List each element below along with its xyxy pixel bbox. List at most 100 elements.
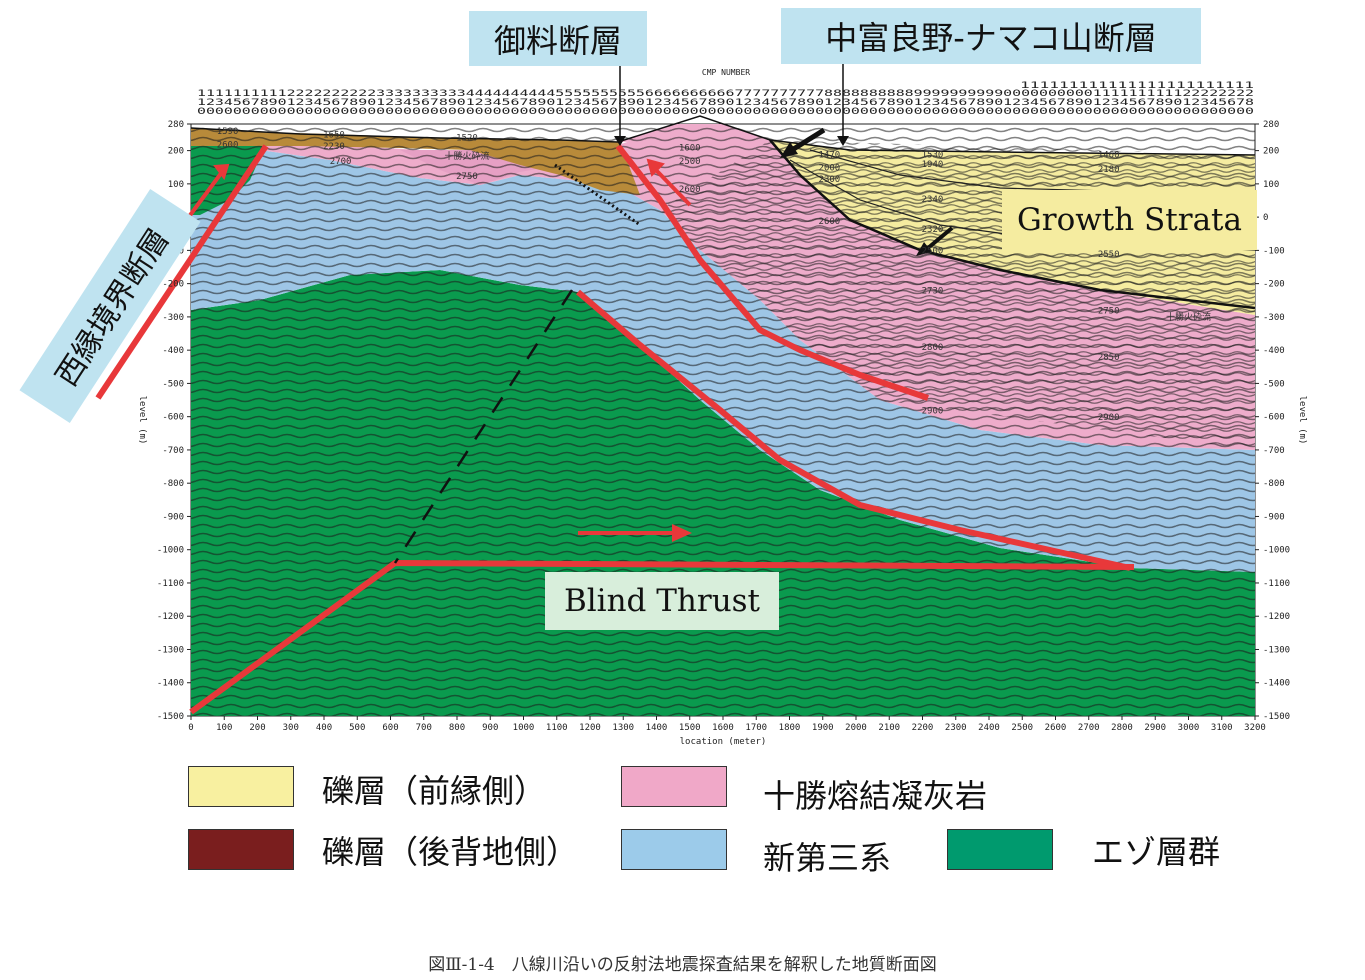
- y-tick-label-right: -1300: [1263, 645, 1290, 655]
- arrow-nakafurano-head: [780, 142, 798, 158]
- cmp-units-row: 1234567890123456789012345678901234567890…: [197, 98, 1254, 108]
- velocity-label: 十勝火砕流: [1166, 311, 1211, 323]
- velocity-label: 2600: [217, 140, 239, 150]
- legend-label-ezo-group: エゾ層群: [1092, 833, 1221, 871]
- legend-swatch-tokachi-tuff: [621, 766, 727, 807]
- x-tick-label: 2200: [912, 723, 934, 733]
- velocity-label: 2000: [819, 164, 841, 174]
- y-tick-label-left: -900: [162, 512, 184, 522]
- x-tick-label: 2400: [978, 723, 1000, 733]
- x-tick-label: 100: [216, 723, 232, 733]
- arrow-nakafurano: [790, 127, 826, 153]
- slip-arrow-west: [186, 170, 224, 220]
- velocity-label: 1470: [819, 150, 841, 160]
- x-tick-label: 2000: [845, 723, 867, 733]
- y-tick-label-left: 200: [168, 147, 184, 157]
- y-tick-label-right: -400: [1263, 346, 1285, 356]
- dotted-interpretation-line: [554, 163, 641, 227]
- y-tick-label-right: -500: [1263, 379, 1285, 389]
- velocity-label: 2180: [1098, 165, 1120, 175]
- blind-thrust-callout: Blind Thrust: [545, 572, 779, 630]
- leader-nakafurano-head: [837, 136, 849, 146]
- velocity-label: 2340: [922, 195, 944, 205]
- x-tick-label: 2500: [1011, 723, 1033, 733]
- slip-arrow-west-head: [213, 163, 230, 181]
- x-tick-label: 500: [349, 723, 365, 733]
- y-tick-label-right: -900: [1263, 512, 1285, 522]
- velocity-label: 2300: [819, 175, 841, 185]
- velocity-label: 1520: [456, 134, 478, 144]
- growth-strata-callout: Growth Strata: [1002, 190, 1257, 250]
- velocity-label: 1530: [922, 150, 944, 160]
- x-tick-label: 1700: [745, 723, 767, 733]
- blind-thrust-upper-dashed: [393, 289, 574, 564]
- x-tick-label: 0: [188, 723, 193, 733]
- y-tick-label-left: -1100: [157, 579, 184, 589]
- slip-arrow-blind-head: [672, 524, 692, 542]
- arrow-growth-strata: [926, 226, 954, 250]
- y-tick-label-left: -1400: [157, 679, 184, 689]
- nakafurano-fault-callout: 中富良野-ナマコ山断層: [781, 8, 1201, 64]
- goryo-fault-callout: 御料断層: [469, 11, 647, 66]
- y-tick-label-right: -300: [1263, 313, 1285, 323]
- y-axis-right: 2802001000-100-200-300-400-500-600-700-8…: [1255, 120, 1290, 722]
- velocity-label: 1600: [679, 144, 701, 154]
- velocity-label: 2850: [1098, 353, 1120, 363]
- y-tick-label-right: -1400: [1263, 679, 1290, 689]
- y-tick-label-left: -600: [162, 413, 184, 423]
- y-tick-label-left: -1500: [157, 712, 184, 722]
- x-tick-label: 600: [382, 723, 398, 733]
- velocity-label: 1650: [323, 130, 345, 140]
- pointer-arrows: [614, 62, 954, 256]
- y-tick-label-left: -1200: [157, 612, 184, 622]
- cmp-label: CMP NUMBER: [702, 68, 750, 77]
- legend-label-neogene: 新第三系: [763, 839, 892, 877]
- y-tick-label-right: -1500: [1263, 712, 1290, 722]
- x-tick-label: 2300: [945, 723, 967, 733]
- velocity-label: 2550: [1098, 250, 1120, 260]
- legend-label-gravel-front: 礫層（前縁側）: [322, 772, 547, 810]
- y-tick-label-right: 200: [1263, 147, 1279, 157]
- cmp-zeros-row: 0000000000000000000000000000000000000000…: [197, 107, 1254, 117]
- x-tick-label: 1500: [679, 723, 701, 733]
- y-tick-label-right: -800: [1263, 479, 1285, 489]
- velocity-label: 十勝火砕流: [444, 150, 489, 162]
- y-tick-label-right: 0: [1263, 213, 1268, 223]
- y-tick-label-right: -1100: [1263, 579, 1290, 589]
- legend-label-tokachi-tuff: 十勝熔結凝灰岩: [763, 777, 988, 815]
- velocity-label: 2230: [323, 142, 345, 152]
- ground-surface: [190, 115, 1256, 156]
- legend-swatch-gravel-back: [188, 829, 294, 870]
- y-tick-label-right: -200: [1263, 280, 1285, 290]
- x-tick-label: 200: [249, 723, 265, 733]
- y-tick-label-left: -500: [162, 379, 184, 389]
- y-tick-label-left: -1300: [157, 645, 184, 655]
- x-tick-label: 2800: [1111, 723, 1133, 733]
- velocity-labels: 159026001650223027001520十勝火砕流27501600250…: [217, 127, 1211, 423]
- x-tick-label: 1900: [812, 723, 834, 733]
- x-tick-label: 900: [482, 723, 498, 733]
- cmp-hundreds-row: 111111111111111111111111: [1020, 81, 1254, 91]
- x-tick-label: 2600: [1045, 723, 1067, 733]
- x-tick-label: 2700: [1078, 723, 1100, 733]
- velocity-label: 2800: [922, 343, 944, 353]
- y-axis-title-left: level (m): [137, 396, 147, 445]
- x-tick-label: 3100: [1211, 723, 1233, 733]
- y-tick-label-left: -800: [162, 479, 184, 489]
- x-tick-label: 1200: [579, 723, 601, 733]
- x-tick-label: 3000: [1178, 723, 1200, 733]
- y-tick-label-left: 100: [168, 180, 184, 190]
- x-tick-label: 1800: [779, 723, 801, 733]
- arrow-growth-strata-head: [916, 242, 932, 256]
- deep-thrust-line: [576, 289, 1131, 571]
- velocity-label: 2750: [1098, 307, 1120, 317]
- velocity-label: 2730: [922, 287, 944, 297]
- y-tick-label-right: 100: [1263, 180, 1279, 190]
- legend-label-gravel-back: 礫層（後背地側）: [322, 833, 579, 871]
- x-tick-label: 1400: [646, 723, 668, 733]
- velocity-label: 2500: [679, 157, 701, 167]
- slip-arrow-goryo: [652, 166, 692, 207]
- goryo-fault-line: [615, 144, 929, 401]
